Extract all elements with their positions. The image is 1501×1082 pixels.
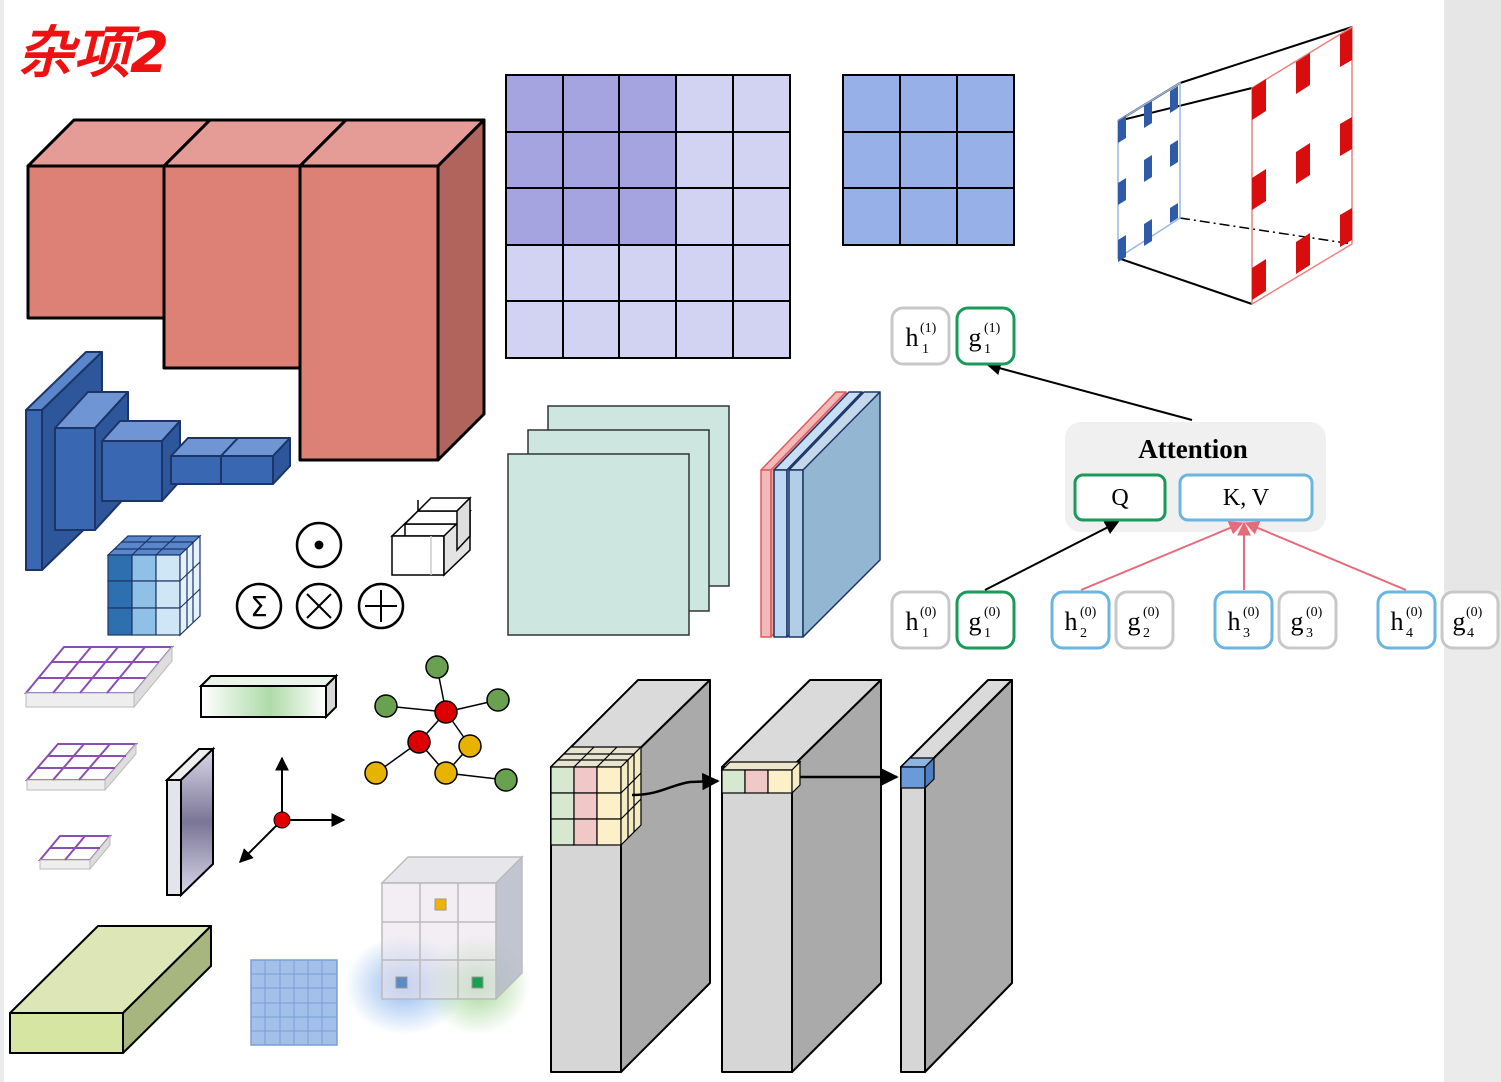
purple-plate-small	[37, 834, 113, 871]
sum-icon	[235, 582, 283, 630]
attention-graph: Attention Q K, V h 1 (1) g 1 (1)	[890, 306, 1500, 650]
svg-text:3: 3	[1306, 626, 1313, 641]
green-gradient-bar	[198, 673, 339, 720]
frame-3d-prism	[1117, 25, 1353, 306]
node-h4-layer0: h 4 (0)	[1376, 590, 1437, 650]
svg-text:4: 4	[1406, 626, 1413, 641]
side-margin	[1444, 0, 1501, 590]
svg-text:h: h	[906, 323, 919, 352]
conv-arrow-1	[631, 772, 720, 797]
bottom-node-row: h 1 (0) g 1 (0) h 2 (0) g 2 (0)	[890, 590, 1500, 650]
svg-text:1: 1	[984, 342, 991, 357]
mint-sheet-stack	[507, 405, 730, 636]
svg-text:(0): (0)	[1143, 605, 1160, 620]
blue-pyramid-stack	[25, 351, 291, 571]
feature-map-slabs	[760, 391, 881, 638]
svg-text:h: h	[906, 607, 919, 636]
slide-title: 杂项2	[18, 21, 169, 86]
svg-text:2: 2	[1080, 626, 1087, 641]
purple-plate-large	[23, 645, 175, 709]
svg-text:(0): (0)	[1243, 605, 1260, 620]
node-g3-layer0: g 3 (0)	[1277, 590, 1338, 650]
small-blue-grid	[250, 959, 338, 1046]
conv-kernel-3x3	[549, 745, 643, 847]
purple-plate-medium	[24, 742, 139, 792]
purple-grid-5x5	[505, 74, 791, 359]
node-g4-layer0: g 4 (0)	[1440, 590, 1500, 650]
node-g2-layer0: g 2 (0)	[1114, 590, 1175, 650]
svg-text:(0): (0)	[1306, 605, 1323, 620]
top-node-row: h 1 (1) g 1 (1)	[890, 306, 1016, 366]
svg-text:(0): (0)	[920, 605, 937, 620]
query-box	[1073, 473, 1167, 522]
blue-cube-grid	[106, 534, 202, 637]
green-slab	[9, 925, 212, 1054]
svg-text:1: 1	[922, 342, 929, 357]
svg-text:g: g	[1453, 607, 1466, 636]
svg-text:h: h	[1391, 607, 1404, 636]
svg-text:g: g	[969, 323, 982, 352]
coordinate-axes	[239, 756, 346, 863]
svg-text:h: h	[1228, 607, 1241, 636]
svg-text:(0): (0)	[1080, 605, 1097, 620]
key-value-label: K, V	[1223, 485, 1270, 511]
white-cube-stack	[390, 496, 472, 577]
gray-volume-3	[900, 679, 1013, 1073]
svg-text:(0): (0)	[1466, 605, 1483, 620]
svg-text:g: g	[1128, 607, 1141, 636]
query-label: Q	[1111, 485, 1128, 511]
node-h2-layer0: h 2 (0)	[1050, 590, 1111, 650]
svg-text:(0): (0)	[984, 605, 1001, 620]
node-g1-layer1: g 1 (1)	[955, 306, 1016, 366]
svg-text:2: 2	[1143, 626, 1150, 641]
attention-title: Attention	[1138, 434, 1248, 464]
node-h1-layer1: h 1 (1)	[890, 306, 951, 366]
key-value-box	[1178, 473, 1314, 522]
svg-text:g: g	[969, 607, 982, 636]
svg-text:3: 3	[1243, 626, 1250, 641]
glow-cube	[345, 855, 530, 1035]
svg-text:1: 1	[984, 626, 991, 641]
svg-text:g: g	[1291, 607, 1304, 636]
conv-row-kernel	[720, 760, 802, 795]
salmon-block-stack	[26, 118, 486, 462]
sum-symbol: Σ	[250, 590, 268, 623]
output-cell	[899, 756, 936, 790]
node-h3-layer0: h 3 (0)	[1213, 590, 1274, 650]
svg-text:(1): (1)	[984, 321, 1001, 336]
svg-text:h: h	[1065, 607, 1078, 636]
vertical-gradient-plate	[164, 746, 216, 898]
node-h1-layer0: h 1 (0)	[890, 590, 951, 650]
svg-text:1: 1	[922, 626, 929, 641]
blue-grid-3x3	[842, 74, 1015, 246]
svg-text:(1): (1)	[920, 321, 937, 336]
svg-text:(0): (0)	[1406, 605, 1423, 620]
svg-text:4: 4	[1467, 626, 1474, 641]
graph-network	[364, 655, 518, 792]
node-g1-layer0: g 1 (0)	[955, 590, 1016, 650]
